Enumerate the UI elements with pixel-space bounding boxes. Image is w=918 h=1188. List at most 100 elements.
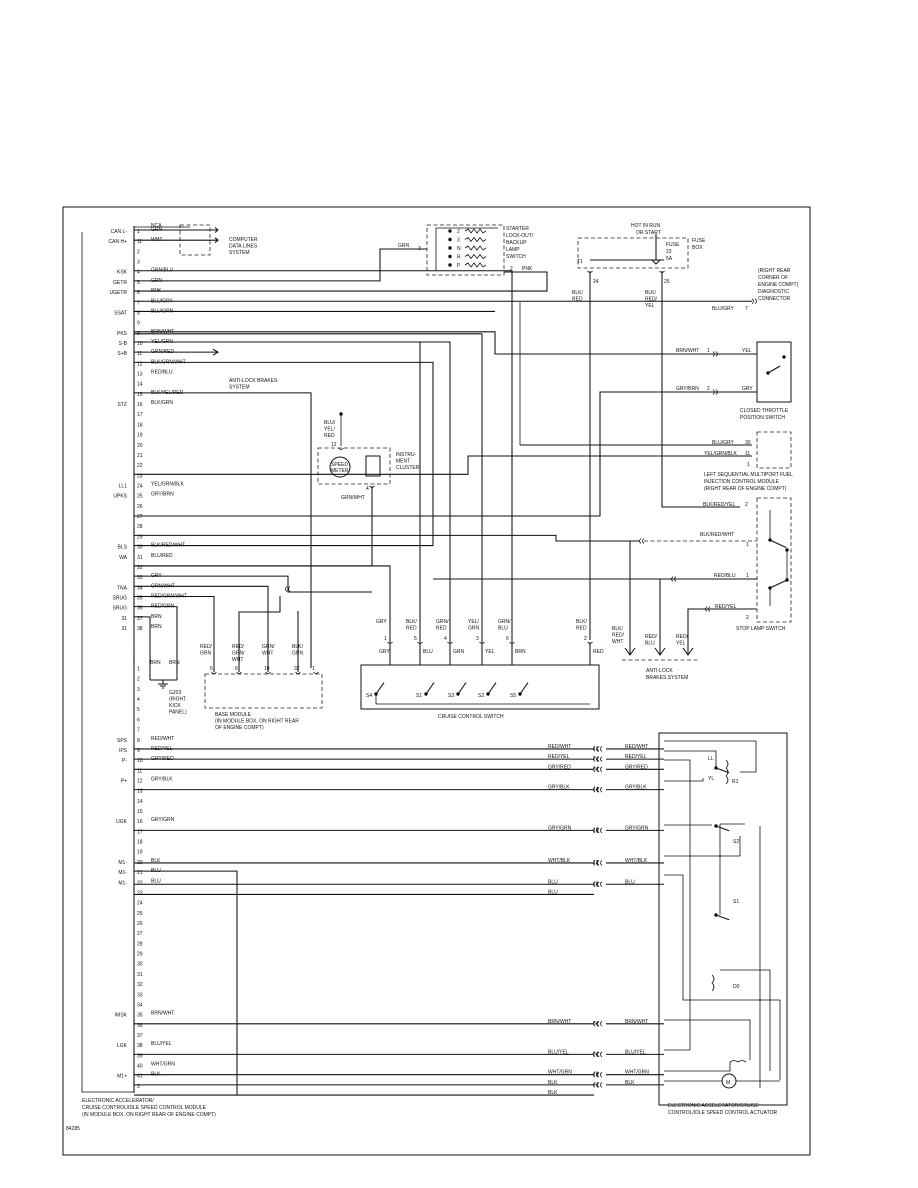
wire-color-label: BLK/RED/YEL [703, 502, 735, 508]
ecm-pin-number: 24 [137, 484, 143, 490]
ecm-signal-name: STZ [118, 402, 127, 408]
ecm-pin-number: 23 [137, 890, 143, 896]
ecm-signal-name: 31 [121, 616, 127, 622]
wire-color-label: RED [324, 433, 335, 439]
ecm-signal-name: IMSK [115, 1013, 128, 1019]
wire-color-label: GRY/BRN [151, 492, 174, 498]
pin-number: 3 [418, 246, 421, 252]
pin-number: 30 [745, 440, 751, 446]
wire-color-label: YEL/GRN/BLK [151, 482, 184, 488]
connector [593, 786, 599, 793]
wire-color-label: GRN [468, 626, 480, 632]
connector [671, 576, 677, 582]
wire-color-label: BLU/YEL [625, 1049, 646, 1055]
ecm-pin-number: 14 [137, 382, 143, 388]
fuse-label: FUSE [666, 242, 680, 248]
cluster-module [365, 455, 381, 477]
wire-color-label: BLU/YEL [548, 1049, 569, 1055]
diag-connector-title: (RIGHT REAR [758, 268, 791, 274]
ecm-pin-number: 3 [137, 260, 140, 266]
wire-color-label: GRY/BLK [548, 785, 570, 791]
ecm-pin-number: 31 [137, 555, 143, 561]
ecm-signal-name: CAN L- [111, 229, 128, 235]
wire-color-label: YEL [645, 303, 655, 309]
starter-internal [435, 227, 498, 271]
ecm-pin-number: 34 [137, 585, 143, 591]
wire-color-label: YEL/ [468, 619, 479, 625]
splice-dot [339, 412, 343, 416]
base-module-title: BASE MODULE [215, 712, 252, 718]
fuse-box [577, 237, 689, 269]
pin-number: 2 [745, 502, 748, 508]
starter-switch-title: SWITCH [506, 254, 526, 260]
ground-bus [150, 679, 177, 684]
wire-color-label: GRN/ [262, 644, 275, 650]
wire-color-label: GRY/GRN [625, 825, 649, 831]
pin-number: 2 [593, 756, 596, 762]
cluster-box [317, 447, 391, 485]
grn-wht-base-wire [238, 596, 281, 672]
connector [597, 881, 603, 888]
stop-lamp-internal [769, 510, 788, 606]
actuator-internal [719, 823, 761, 1088]
wire-color-label: GRN/WHT [151, 583, 175, 589]
wire-color-label: RED/GRN [151, 604, 174, 610]
ecm-pin-number: 14 [137, 799, 143, 805]
actuator-switch [715, 825, 730, 832]
pin-number: 1 [746, 542, 749, 548]
pin-number: 2 [746, 615, 749, 621]
pin-number: 1 [593, 746, 596, 752]
connector [211, 671, 217, 674]
actuator-title: ELECTRONIC ACCELERATOR/CRUISE [668, 1103, 759, 1109]
wire-color-label: WHT [151, 237, 162, 243]
connector [593, 766, 599, 773]
actuator-internal [664, 836, 741, 857]
ecm-pin-number: 7 [137, 300, 140, 306]
pin-number: 12 [593, 860, 599, 866]
gry-wire [134, 575, 372, 593]
ecm-pin-number: 4 [137, 697, 140, 703]
connector [265, 671, 271, 674]
ecm-pin-number: 38 [137, 1043, 143, 1049]
wire-color-label: WHT [262, 651, 273, 657]
connector [593, 1020, 599, 1027]
wire-color-label: WHT/BLK [625, 858, 648, 864]
wire-color-label: BLK [548, 1080, 558, 1086]
wire-color-label: BLK [625, 1080, 635, 1086]
ecm-pin-number: 11 [137, 768, 142, 774]
fuse-hot-label: OR START [636, 230, 661, 236]
pnk-starter-wire [134, 271, 548, 292]
wire-color-label: BLU [548, 879, 558, 885]
gry-cruise-wire [134, 565, 391, 642]
wire-color-label: GRY/RED [151, 756, 174, 762]
abs-top-label: ANTI-LOCK BRAKES [229, 378, 278, 384]
ecm-signal-name: UGK [116, 819, 128, 825]
connector [593, 881, 599, 888]
ecm-signal-name: TNA [117, 585, 128, 591]
gear-position-label: N [457, 246, 461, 252]
ecm-pin-number: 24 [137, 901, 143, 907]
pin-number: 10 [264, 666, 270, 672]
throttle-switch-box [756, 341, 792, 403]
wire-layer [134, 226, 757, 1096]
wire-color-label: RED/YEL [151, 746, 173, 752]
arrow [212, 227, 219, 233]
pin-number: 24 [593, 279, 599, 285]
connector [659, 270, 665, 273]
switch-contact [448, 229, 452, 233]
component-layer [81, 224, 792, 1106]
wire-color-label: RED/WHT [548, 744, 571, 750]
resistor [464, 245, 487, 251]
ecm-signal-name: UPKS [113, 494, 127, 500]
ecm-signal-name: P+ [121, 778, 127, 784]
connector [593, 756, 599, 762]
ecm-pin-number: 28 [137, 941, 143, 947]
ecm-pin-number: 4 [137, 270, 140, 276]
ecm-pin-number: 9 [137, 321, 140, 327]
wire-color-label: BRN/WHT [151, 329, 174, 335]
ecm-pin-number: 21 [137, 453, 143, 459]
ecm-pin-number: 41 [137, 1074, 143, 1080]
wire-color-label: GRN [200, 651, 212, 657]
wire-color-label: BLK/ [645, 290, 656, 296]
